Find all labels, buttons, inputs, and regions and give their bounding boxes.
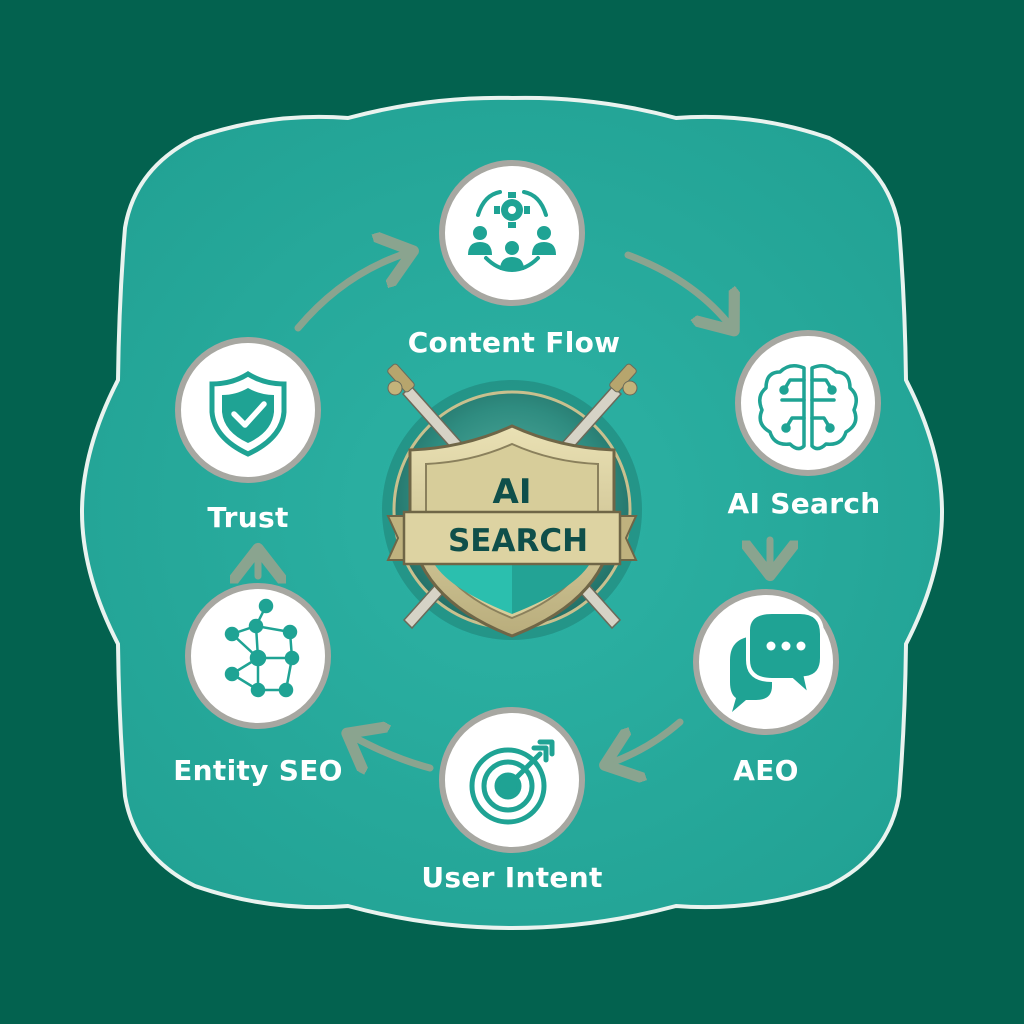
target-arrow-icon [469,739,555,825]
center-title-line1: AI [493,472,532,512]
label-content-flow: Content Flow [408,326,621,359]
label-ai-search: AI Search [728,487,881,520]
brain-circuit-icon [758,364,858,451]
label-user-intent: User Intent [421,861,602,894]
node-ai-search [735,330,881,476]
node-aeo [693,589,839,735]
arrow-content-flow-to-ai-search [624,251,732,328]
shield-check-icon [209,371,287,457]
center-title-line2: SEARCH [448,523,588,559]
team-gear-icon [468,190,556,273]
node-trust [175,337,321,483]
label-entity-seo: Entity SEO [173,754,343,787]
label-trust: Trust [207,501,288,534]
center-banner [386,510,638,566]
node-content-flow [439,160,585,306]
center-emblem: AI SEARCH [382,363,642,640]
arrow-aeo-to-user-intent [608,718,684,764]
arrow-trust-to-content-flow [294,252,410,332]
arrow-user-intent-to-entity-seo [350,735,434,768]
node-user-intent [439,707,585,853]
chat-bubbles-icon [730,610,824,712]
network-graph-icon [224,598,300,698]
label-aeo: AEO [733,754,799,787]
node-entity-seo [185,583,331,729]
cycle-arrows [258,252,770,768]
